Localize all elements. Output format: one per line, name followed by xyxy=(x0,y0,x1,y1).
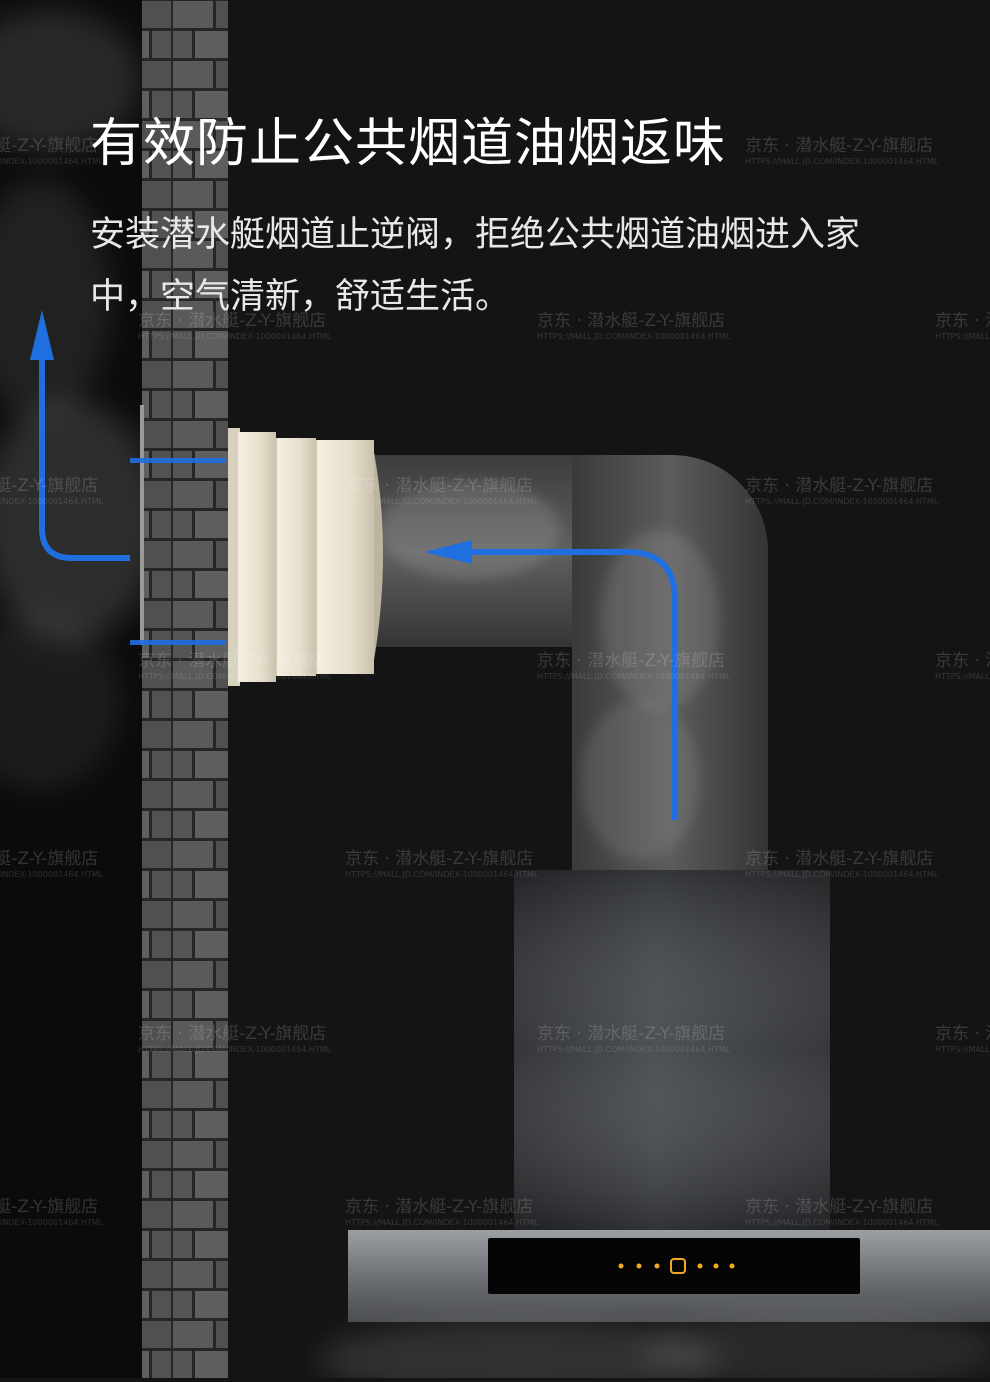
shaft-smoke xyxy=(0,10,160,790)
check-valve xyxy=(130,405,383,686)
range-hood xyxy=(348,870,990,1322)
arrow-left-icon xyxy=(470,549,678,820)
fan-icon xyxy=(713,1263,719,1269)
fan-icon xyxy=(697,1263,703,1269)
page-title: 有效防止公共烟道油烟返味 xyxy=(90,114,727,174)
fan-icon xyxy=(636,1263,642,1269)
light-icon xyxy=(654,1263,660,1269)
brick-wall xyxy=(142,0,228,1378)
arrow-up-icon xyxy=(30,310,54,360)
light-icon xyxy=(729,1263,735,1269)
power-icon xyxy=(670,1258,686,1274)
power-icon xyxy=(618,1263,624,1269)
arrow-up-icon xyxy=(39,330,130,561)
description-text: 安装潜水艇烟道止逆阀，拒绝公共烟道油烟进入家中，空气清新，舒适生活。 xyxy=(90,215,861,317)
control-panel xyxy=(488,1238,860,1294)
control-buttons xyxy=(618,1258,735,1274)
cooking-smoke xyxy=(320,1310,990,1382)
arrow-left-icon xyxy=(424,540,472,564)
